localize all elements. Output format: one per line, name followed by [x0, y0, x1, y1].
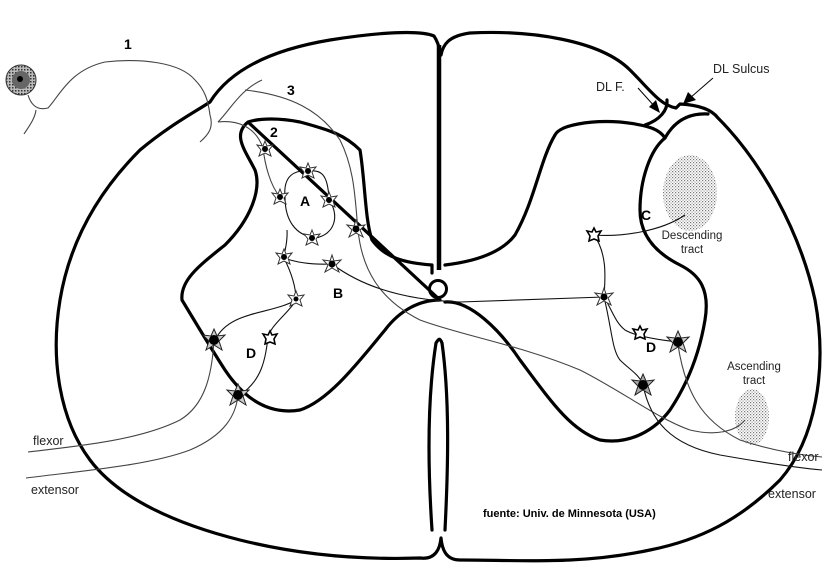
fiber-3 — [217, 79, 746, 434]
ganglion-cell-icon — [5, 64, 37, 96]
neuron-icon — [665, 329, 691, 354]
neuron-icons — [201, 139, 691, 407]
afferent-branch — [23, 109, 37, 135]
neuron-icon — [298, 161, 318, 179]
label-region-d-right: D — [646, 339, 657, 355]
label-flexor-right: flexor — [788, 450, 819, 464]
neuron-icon — [302, 228, 322, 246]
dl-fasciculus-outline — [643, 98, 669, 127]
neuron-icon — [345, 218, 367, 239]
label-flexor-left: flexor — [33, 434, 64, 448]
fiber-D-left — [214, 257, 297, 396]
label-fiber-3: 3 — [287, 82, 295, 98]
neuron-icon — [585, 226, 603, 243]
dl-sulcus-outline — [663, 112, 710, 140]
label-fiber-1: 1 — [124, 36, 132, 52]
label-dl-sulcus: DL Sulcus — [713, 62, 770, 76]
label-ascending-tract: Ascending tract — [716, 360, 792, 388]
neuron-icon — [319, 190, 339, 208]
neuron-icon — [225, 382, 251, 407]
dl-sulcus-arrow — [683, 77, 714, 104]
neuron-icon — [274, 247, 294, 265]
descending-tract-line2: tract — [680, 244, 704, 256]
central-canal — [428, 279, 448, 299]
label-region-c: C — [641, 207, 652, 223]
extensor-left — [25, 394, 239, 479]
neuron-icon — [201, 327, 227, 352]
flexor-right — [677, 344, 823, 458]
ascending-tract-line2: tract — [742, 375, 766, 387]
neuron-icon — [321, 253, 343, 274]
neuron-icon — [286, 289, 306, 307]
label-dl-fasciculus: DL F. — [596, 80, 625, 94]
label-descending-tract: Descending tract — [654, 229, 730, 257]
gray-matter-left — [180, 117, 442, 413]
afferent-fiber-1 — [27, 60, 212, 143]
cord-outline — [54, 30, 822, 563]
source-credit: fuente: Univ. de Minnesota (USA) — [483, 508, 656, 520]
ventral-median-fissure — [427, 337, 450, 532]
neuron-icon — [270, 187, 290, 205]
neuron-icon — [593, 286, 615, 307]
dl-f-arrow — [637, 87, 660, 113]
ascending-tract-line1: Ascending — [727, 361, 781, 373]
ascending-tract-area — [735, 389, 769, 445]
gray-matter-right — [443, 119, 708, 443]
label-region-d-left: D — [246, 345, 257, 361]
fiber-C — [593, 214, 686, 343]
extensor-right — [642, 384, 823, 471]
neuron-icon — [630, 372, 656, 397]
fiber-D-right — [603, 296, 644, 386]
label-region-a: A — [300, 193, 311, 209]
descending-tract-area — [663, 155, 717, 231]
descending-tract-line1: Descending — [661, 230, 723, 242]
flexor-left — [27, 339, 215, 453]
neuron-icon — [255, 139, 275, 157]
neuron-icon — [631, 324, 649, 341]
label-fiber-2: 2 — [270, 124, 278, 140]
label-extensor-left: extensor — [31, 483, 79, 497]
neuron-icon — [261, 329, 279, 346]
label-region-b: B — [333, 285, 344, 301]
label-extensor-right: extensor — [768, 487, 816, 501]
